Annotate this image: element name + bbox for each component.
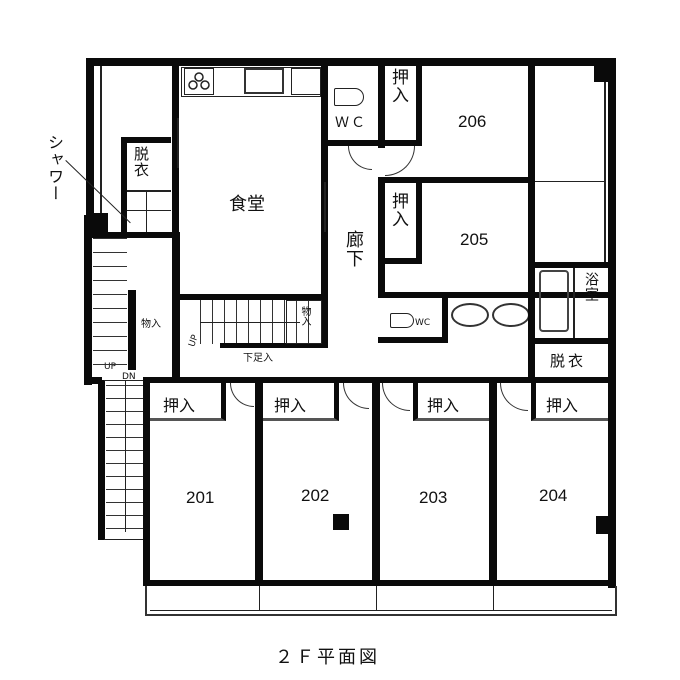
closet-206-door[interactable]: [385, 146, 415, 176]
closet205-wall-bottom: [378, 258, 422, 264]
dressing-left-label: 脱衣: [132, 146, 150, 178]
inner-stair-mid: [200, 322, 300, 323]
outer-window-left: [100, 66, 102, 218]
ext-stair-arrow: [125, 380, 126, 532]
outer-wall-right: [608, 58, 616, 588]
dressing-divider: [127, 190, 171, 192]
room-204-label: 204: [539, 486, 568, 505]
room206-wall-right: [528, 58, 535, 298]
unit-divider-2: [372, 377, 380, 586]
dressing-wall-left: [121, 137, 127, 237]
balcony-div-2: [376, 586, 377, 610]
right-balcony-divider: [535, 181, 605, 182]
rooms-wall-bottom: [378, 292, 616, 298]
wc-small-wall-bottom: [378, 337, 448, 343]
wc-small-wall-right: [442, 298, 448, 343]
dressing-wall-top: [121, 137, 171, 143]
shoes-storage-label: 下足入: [243, 353, 273, 364]
inner-stair-bottom: [220, 343, 328, 348]
dining-window-right: [324, 182, 326, 232]
room-206-label: 206: [458, 112, 487, 131]
shower-label: シャワー: [45, 134, 64, 202]
wash-basin-icon-2: [492, 303, 530, 327]
outer-wall-left-upper: [86, 58, 94, 218]
closet-204: [531, 383, 608, 421]
room-205-label: 205: [460, 230, 489, 249]
outer-window-right: [604, 82, 606, 262]
stair-corner-block: [86, 213, 108, 235]
stair-up-inner-label: UP: [187, 333, 201, 349]
storage-mid-label: 物入: [299, 306, 310, 326]
gas-stove-icon: [184, 68, 214, 95]
unit-201-door[interactable]: [230, 383, 254, 407]
unit-divider-3: [489, 377, 497, 586]
toilet-top-icon: [334, 88, 364, 106]
bath-label: 浴室: [583, 272, 599, 302]
stair-down-label: DN: [122, 372, 136, 382]
balcony-div-1: [259, 586, 260, 610]
stair-wall-left: [84, 215, 92, 385]
stair-core: [128, 290, 136, 370]
closet-202-label: 押入: [274, 396, 307, 415]
room206-wall-bottom: [378, 177, 530, 183]
pillar-204: [596, 516, 610, 534]
wc-wall-right: [378, 58, 385, 148]
pillar-202: [333, 514, 349, 530]
room-201-label: 201: [186, 488, 215, 507]
bath-wall-left: [528, 262, 535, 377]
closet-203-label: 押入: [427, 396, 460, 415]
balcony-div-3: [493, 586, 494, 610]
plan-title: ２Ｆ平面図: [275, 647, 380, 668]
closet-206-label: 押入: [388, 68, 408, 104]
dining-wall-bottom: [172, 294, 328, 300]
closet205-wall-right: [416, 183, 422, 263]
shower-grid-h: [127, 210, 171, 211]
shower-grid-v: [146, 192, 147, 232]
stair-wall-top: [86, 232, 178, 238]
closet206-wall-right: [416, 58, 422, 146]
left-stair-treads: [93, 238, 127, 374]
kitchen-sink-icon: [244, 68, 284, 94]
ext-stair-wall: [98, 380, 105, 540]
unit-divider-1: [255, 377, 263, 586]
corner-block-tr: [594, 62, 612, 82]
dressing-right-label: 脱衣: [550, 352, 587, 370]
stair-wall-right: [172, 232, 180, 382]
closet-203: [413, 383, 489, 421]
storage-mid-box: [286, 300, 322, 344]
unit-204-door[interactable]: [500, 383, 528, 411]
room-202-label: 202: [301, 486, 330, 505]
toilet-small-icon: [390, 313, 414, 328]
wash-basin-icon-1: [451, 303, 489, 327]
outer-wall-top: [86, 58, 616, 66]
unit-202-door[interactable]: [343, 383, 369, 409]
unit201-wall-left: [143, 377, 150, 586]
rooms-wall-left: [378, 177, 385, 297]
dining-window-left: [177, 118, 179, 168]
unit-203-door[interactable]: [382, 383, 410, 411]
closet-205-label: 押入: [388, 192, 408, 228]
fridge-space: [291, 68, 321, 95]
closet-201-label: 押入: [163, 396, 196, 415]
wc-door[interactable]: [348, 146, 372, 170]
stair-wall-bottom: [84, 377, 102, 384]
bathtub-icon: [539, 270, 569, 332]
closet-202: [263, 383, 339, 421]
bath-divider: [573, 268, 575, 340]
dining-label: 食堂: [229, 194, 265, 215]
storage-left-label: 物入: [141, 319, 161, 330]
bath-wall-bottom: [528, 338, 616, 344]
wc-small-label: WC: [415, 318, 431, 328]
balcony: [145, 586, 617, 616]
corridor-label: 廊下: [343, 230, 364, 268]
closet-204-label: 押入: [546, 396, 579, 415]
room-203-label: 203: [419, 488, 448, 507]
balcony-inner: [150, 610, 612, 611]
wc-top-label: ＷＣ: [335, 115, 367, 131]
closet-201: [150, 383, 226, 421]
bath-wall-top: [528, 262, 616, 268]
dining-wall-left: [172, 58, 179, 298]
wc-wall-bottom: [321, 140, 421, 146]
